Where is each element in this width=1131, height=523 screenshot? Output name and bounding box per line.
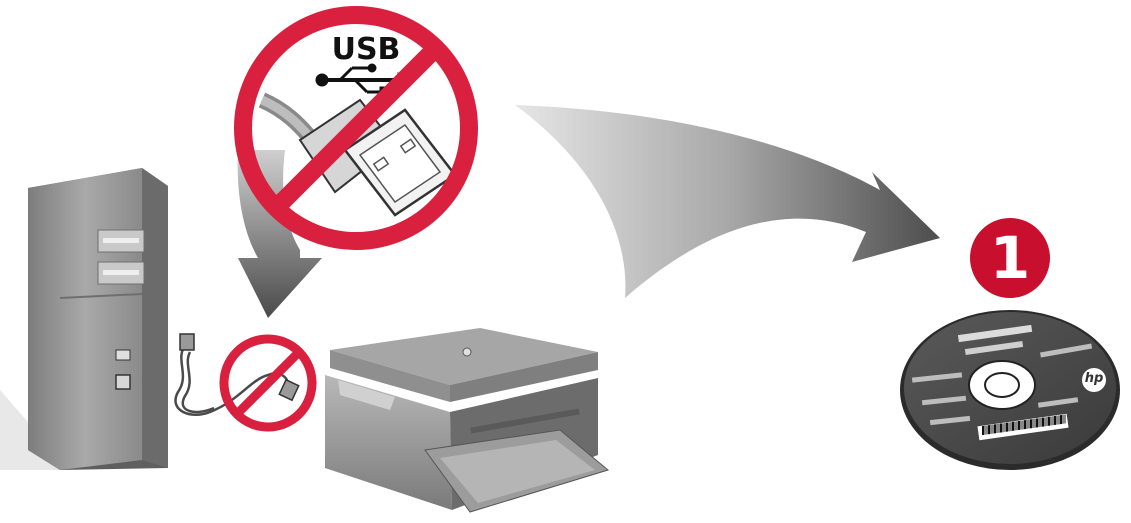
- computer-tower-icon: [0, 168, 168, 470]
- hp-logo-text: hp: [1084, 371, 1104, 386]
- step-badge: [970, 218, 1050, 298]
- printer-icon: [325, 328, 610, 513]
- ethernet-prohibition-icon: [219, 334, 317, 432]
- usb-prohibition-icon: [234, 6, 478, 250]
- cd-disc-icon: [900, 310, 1120, 470]
- cd-barcode: [982, 414, 1066, 435]
- usb-label: USB: [331, 32, 401, 67]
- curved-arrow-icon: [515, 105, 940, 298]
- step-number: 1: [989, 224, 1031, 292]
- ethernet-cable-icon: [174, 333, 300, 417]
